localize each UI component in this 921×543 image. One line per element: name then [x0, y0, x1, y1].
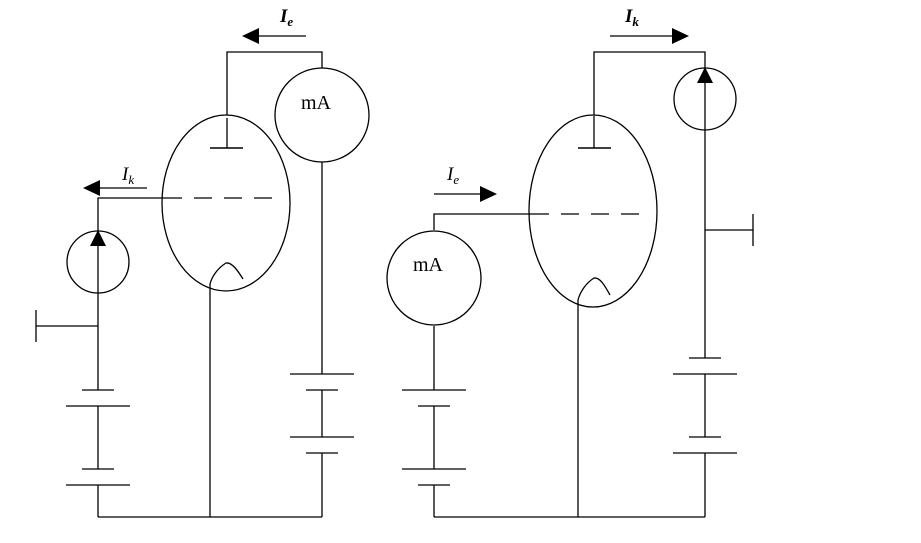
right-top-current-label: Ik: [624, 6, 639, 29]
right-grid-current-arrow: [434, 186, 497, 202]
right-meter-label: mA: [413, 254, 444, 276]
left-grid-current-label: Ik: [121, 164, 134, 187]
right-grid-current-label: Ie: [446, 164, 459, 187]
left-meter-label: mA: [301, 92, 332, 114]
left-battery-right: [290, 373, 354, 454]
right-source-arrowhead: [697, 67, 713, 83]
right-ground-symbol: [705, 214, 754, 246]
left-battery-left: [66, 389, 130, 486]
right-battery-left: [402, 389, 466, 486]
right-grid-lead: [433, 213, 531, 230]
left-tube: [161, 114, 291, 292]
left-source-arrowhead: [90, 230, 106, 246]
left-plate-wire: [226, 51, 323, 148]
right-plate-wire: [593, 51, 706, 148]
left-top-current-label: Ie: [279, 6, 293, 29]
left-top-current-arrow: [242, 28, 306, 44]
right-top-current-arrow: [610, 28, 689, 44]
right-tube: [528, 114, 658, 308]
left-grid-lead: [97, 197, 164, 231]
left-milliammeter: [274, 67, 370, 163]
left-cathode: [209, 262, 244, 517]
left-grid-current-arrow: [83, 180, 147, 196]
right-circuit: mA Ik Ie: [386, 6, 754, 518]
right-cathode: [577, 277, 611, 517]
left-ground-symbol: [35, 310, 98, 342]
right-milliammeter: [386, 230, 482, 326]
left-circuit: mA Ie Ik: [35, 6, 370, 518]
right-battery-right: [673, 357, 737, 454]
